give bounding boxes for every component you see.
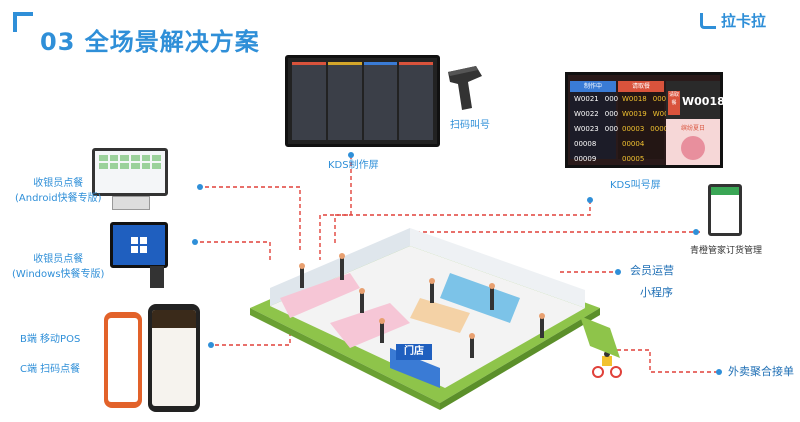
windows-logo-icon (131, 237, 147, 253)
scan-call-label: 扫码叫号 (450, 120, 490, 131)
kds-call-label: KDS叫号屏 (610, 180, 661, 191)
barcode-scanner-icon (448, 66, 482, 110)
connector-dot (197, 184, 203, 190)
b-pos-label: B端 移动POS (20, 334, 81, 345)
connector-dot (587, 197, 593, 203)
call-row: W0019W0020 (622, 110, 678, 118)
miniprogram-label: 小程序 (640, 286, 673, 299)
line-kds-call (334, 200, 591, 245)
call-row: 00005 (622, 155, 645, 163)
promo-image: 缤纷夏日 (666, 119, 720, 165)
kds-order-card (399, 62, 433, 140)
connector-dot (693, 229, 699, 235)
kds-order-card (363, 62, 398, 140)
connector-dot (208, 342, 214, 348)
kds-make-screen (285, 55, 440, 147)
line-windows-pos (200, 241, 271, 260)
connector-dot (716, 369, 722, 375)
connector-dot (348, 152, 354, 158)
delivery-label: 外卖聚合接单 (728, 365, 794, 378)
page-title: 03 全场景解决方案 (40, 28, 260, 56)
menu-grid (95, 151, 165, 173)
featured-number: W0018 (682, 95, 725, 108)
call-row: 00004 (622, 140, 645, 148)
kds-order-card (327, 62, 362, 140)
mobile-pos-screen (108, 318, 138, 402)
store-sign: 门店 (396, 344, 432, 360)
call-row: 00009 (574, 155, 597, 163)
brand-logo: 拉卡拉 (700, 10, 766, 31)
line-delivery (610, 349, 720, 373)
cashier-windows-label: 收银员点餐 (Windows快餐专版) (12, 254, 105, 280)
customer-phone (148, 304, 200, 412)
c-scan-label: C端 扫码点餐 (20, 364, 81, 375)
android-pos-base (112, 196, 150, 210)
windows-pos-stand (150, 266, 164, 288)
brand-name: 拉卡拉 (721, 12, 767, 30)
call-featured-panel: 请取餐 W0018 缤纷夏日 (666, 81, 725, 165)
scan-order-screen (152, 310, 196, 406)
kds-make-label: KDS制作屏 (328, 160, 379, 171)
android-pos-screen (92, 148, 168, 196)
line-kds-make (319, 155, 352, 260)
kds-order-card (292, 62, 326, 140)
member-label: 会员运营 (630, 264, 674, 277)
promo-text: 缤纷夏日 (680, 125, 705, 132)
call-column-header: 制作中 (570, 81, 616, 92)
inventory-tablet (708, 184, 742, 236)
cashier-android-label: 收银员点餐 (Android快餐专版) (15, 178, 102, 204)
featured-badge: 请取餐 (668, 91, 680, 115)
store-illustration (250, 228, 620, 410)
line-android-pos (205, 186, 301, 250)
brand-logo-icon (700, 12, 716, 29)
connector-dot (615, 269, 621, 275)
call-column-header: 请取餐 (618, 81, 664, 92)
inventory-label: 青橙管家订货管理 (690, 246, 763, 256)
call-row: 00008 (574, 140, 597, 148)
drink-cup-icon (681, 136, 705, 160)
title-corner-mark (13, 12, 33, 32)
connector-dot (192, 239, 198, 245)
mobile-pos-device (104, 312, 142, 408)
windows-pos-screen (110, 222, 168, 268)
